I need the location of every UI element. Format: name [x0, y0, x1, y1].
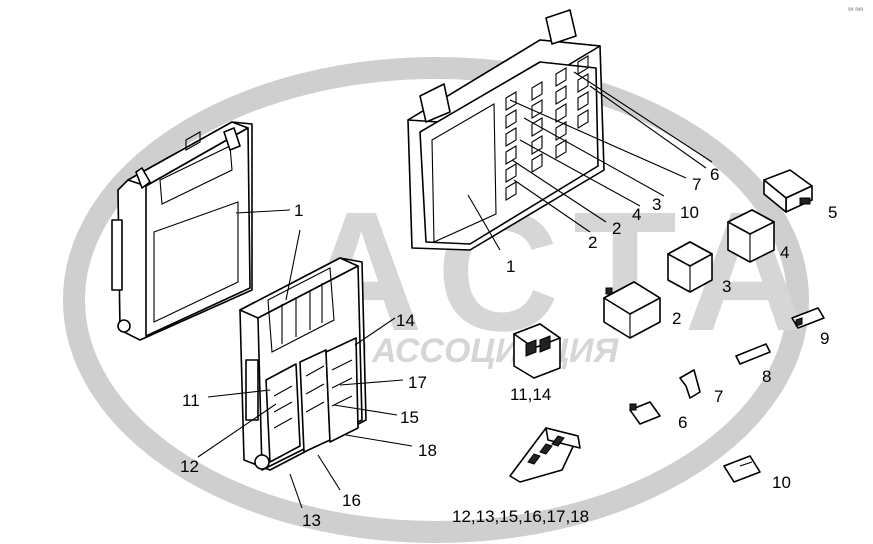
callout-labels: 1 1 2 2 4 3 10 7 6 5 4 3 2 9 8 7 6 10 11…: [180, 165, 837, 530]
part-2-relay: [603, 281, 661, 339]
label-12: 12: [180, 457, 199, 476]
part-8-clip: [735, 343, 771, 365]
label-8: 8: [762, 367, 771, 386]
label-13: 13: [302, 511, 321, 530]
label-18: 18: [418, 441, 437, 460]
label-16: 16: [342, 491, 361, 510]
label-2-relay: 2: [672, 309, 681, 328]
label-6-fuse: 6: [678, 413, 687, 432]
part-9-clip: [791, 307, 825, 329]
part-5-switch: [763, 169, 813, 213]
label-10-clip: 10: [772, 473, 791, 492]
fuse-box: [407, 9, 605, 251]
label-2-a: 2: [588, 233, 597, 252]
corner-mark: ᵃᵃ ᵃᵃᵃ: [848, 7, 863, 14]
part-11-14-connector: [513, 323, 561, 379]
part-7-bracket: [679, 369, 701, 399]
label-3: 3: [652, 195, 661, 214]
label-connectors: 12,13,15,16,17,18: [452, 507, 589, 526]
label-15: 15: [400, 408, 419, 427]
watermark-ellipse: [63, 57, 809, 543]
ecu-module: [111, 121, 253, 341]
label-11: 11: [182, 391, 200, 410]
label-14: 14: [396, 311, 415, 330]
part-6-fuse: [629, 401, 661, 425]
part-3-relay: [667, 241, 713, 293]
label-17: 17: [408, 373, 427, 392]
label-6: 6: [710, 165, 719, 184]
label-4-relay: 4: [780, 243, 789, 262]
label-3-relay: 3: [722, 277, 731, 296]
label-5: 5: [828, 203, 837, 222]
part-4-relay: [727, 209, 775, 263]
part-10-clip: [723, 455, 761, 483]
label-10: 10: [680, 203, 699, 222]
label-2-b: 2: [612, 219, 621, 238]
connector-housing-group: [509, 427, 581, 483]
label-1-ecu: 1: [294, 201, 303, 220]
label-4: 4: [632, 205, 641, 224]
label-9: 9: [820, 329, 829, 348]
watermark-caption: АССОЦИАЦИЯ: [371, 332, 619, 370]
label-11-14: 11,14: [510, 385, 551, 404]
label-7-clip: 7: [714, 387, 723, 406]
label-7: 7: [692, 175, 701, 194]
connector-block: [239, 257, 367, 471]
label-1-fusebox: 1: [506, 257, 515, 276]
leader-lines: [197, 71, 713, 509]
